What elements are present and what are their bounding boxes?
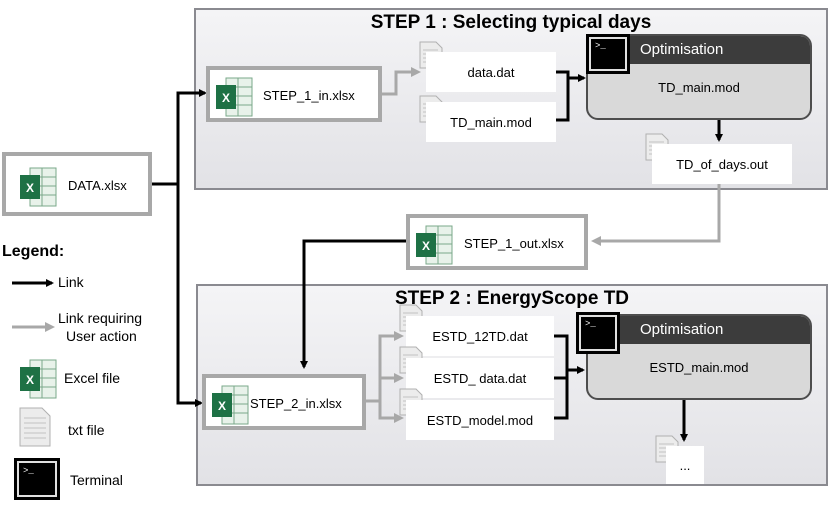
excel-icon: X: [416, 225, 453, 265]
step2-file-model[interactable]: ESTD_model.mod: [406, 400, 554, 440]
svg-text:>_: >_: [585, 319, 596, 329]
link-files-opt1: [556, 70, 570, 122]
step1-file-data-dat[interactable]: data.dat: [426, 52, 556, 92]
legend-user-link-label-1: Link requiring: [58, 310, 143, 326]
terminal-icon: >_: [14, 458, 60, 500]
legend-user-link-label-2: User action: [66, 328, 137, 344]
step1-title: STEP 1 : Selecting typical days: [370, 12, 652, 33]
data-xlsx-box[interactable]: X DATA.xlsx: [2, 152, 152, 216]
step2-optimisation[interactable]: Optimisation ESTD_main.mod: [586, 314, 812, 400]
step1-file-td-main-mod[interactable]: TD_main.mod: [426, 102, 556, 142]
txt-file-icon: [19, 407, 51, 447]
link-data-step1: [152, 89, 207, 186]
step1-in-label: STEP_1_in.xlsx: [263, 88, 355, 103]
legend-terminal-label: Terminal: [70, 472, 123, 488]
step1-in-box[interactable]: X STEP_1_in.xlsx: [206, 66, 382, 122]
step2-file-12td[interactable]: ESTD_12TD.dat: [406, 316, 554, 356]
svg-text:X: X: [218, 399, 226, 413]
terminal-icon: >_: [576, 312, 620, 354]
svg-text:>_: >_: [23, 466, 34, 476]
excel-icon: X: [20, 167, 57, 207]
step1-model-label: TD_main.mod: [658, 80, 740, 95]
step2-model-label: ESTD_main.mod: [649, 360, 749, 375]
excel-icon: X: [20, 359, 57, 399]
svg-text:X: X: [26, 181, 34, 195]
excel-icon: X: [212, 385, 249, 425]
link-data-step2: [176, 184, 203, 407]
svg-text:>_: >_: [595, 41, 606, 51]
step2-in-box[interactable]: X STEP_2_in.xlsx: [202, 374, 366, 430]
link-files-opt2: [554, 334, 569, 420]
svg-text:X: X: [26, 373, 34, 387]
svg-text:X: X: [222, 91, 230, 105]
optimisation-header: Optimisation: [640, 321, 724, 338]
terminal-icon: >_: [586, 34, 630, 74]
data-xlsx-label: DATA.xlsx: [68, 178, 127, 193]
user-link-step1-files: [382, 67, 421, 96]
excel-icon: X: [216, 77, 253, 117]
step1-out-box[interactable]: X STEP_1_out.xlsx: [406, 214, 588, 270]
step2-output-file[interactable]: ...: [666, 446, 704, 484]
svg-text:X: X: [422, 239, 430, 253]
step2-in-label: STEP_2_in.xlsx: [250, 396, 342, 411]
legend-txt-label: txt file: [68, 422, 105, 438]
step2-title: STEP 2 : EnergyScope TD: [394, 288, 630, 309]
step2-file-data[interactable]: ESTD_ data.dat: [406, 358, 554, 398]
step1-output-file[interactable]: TD_of_days.out: [652, 144, 792, 184]
user-link-output-step1out: [591, 184, 721, 246]
link-step1out-step2in: [300, 239, 406, 369]
legend-title: Legend:: [2, 243, 65, 260]
step1-out-label: STEP_1_out.xlsx: [464, 236, 564, 251]
optimisation-header: Optimisation: [640, 41, 724, 58]
legend-link-label: Link: [58, 274, 84, 290]
legend-excel-label: Excel file: [64, 370, 121, 386]
